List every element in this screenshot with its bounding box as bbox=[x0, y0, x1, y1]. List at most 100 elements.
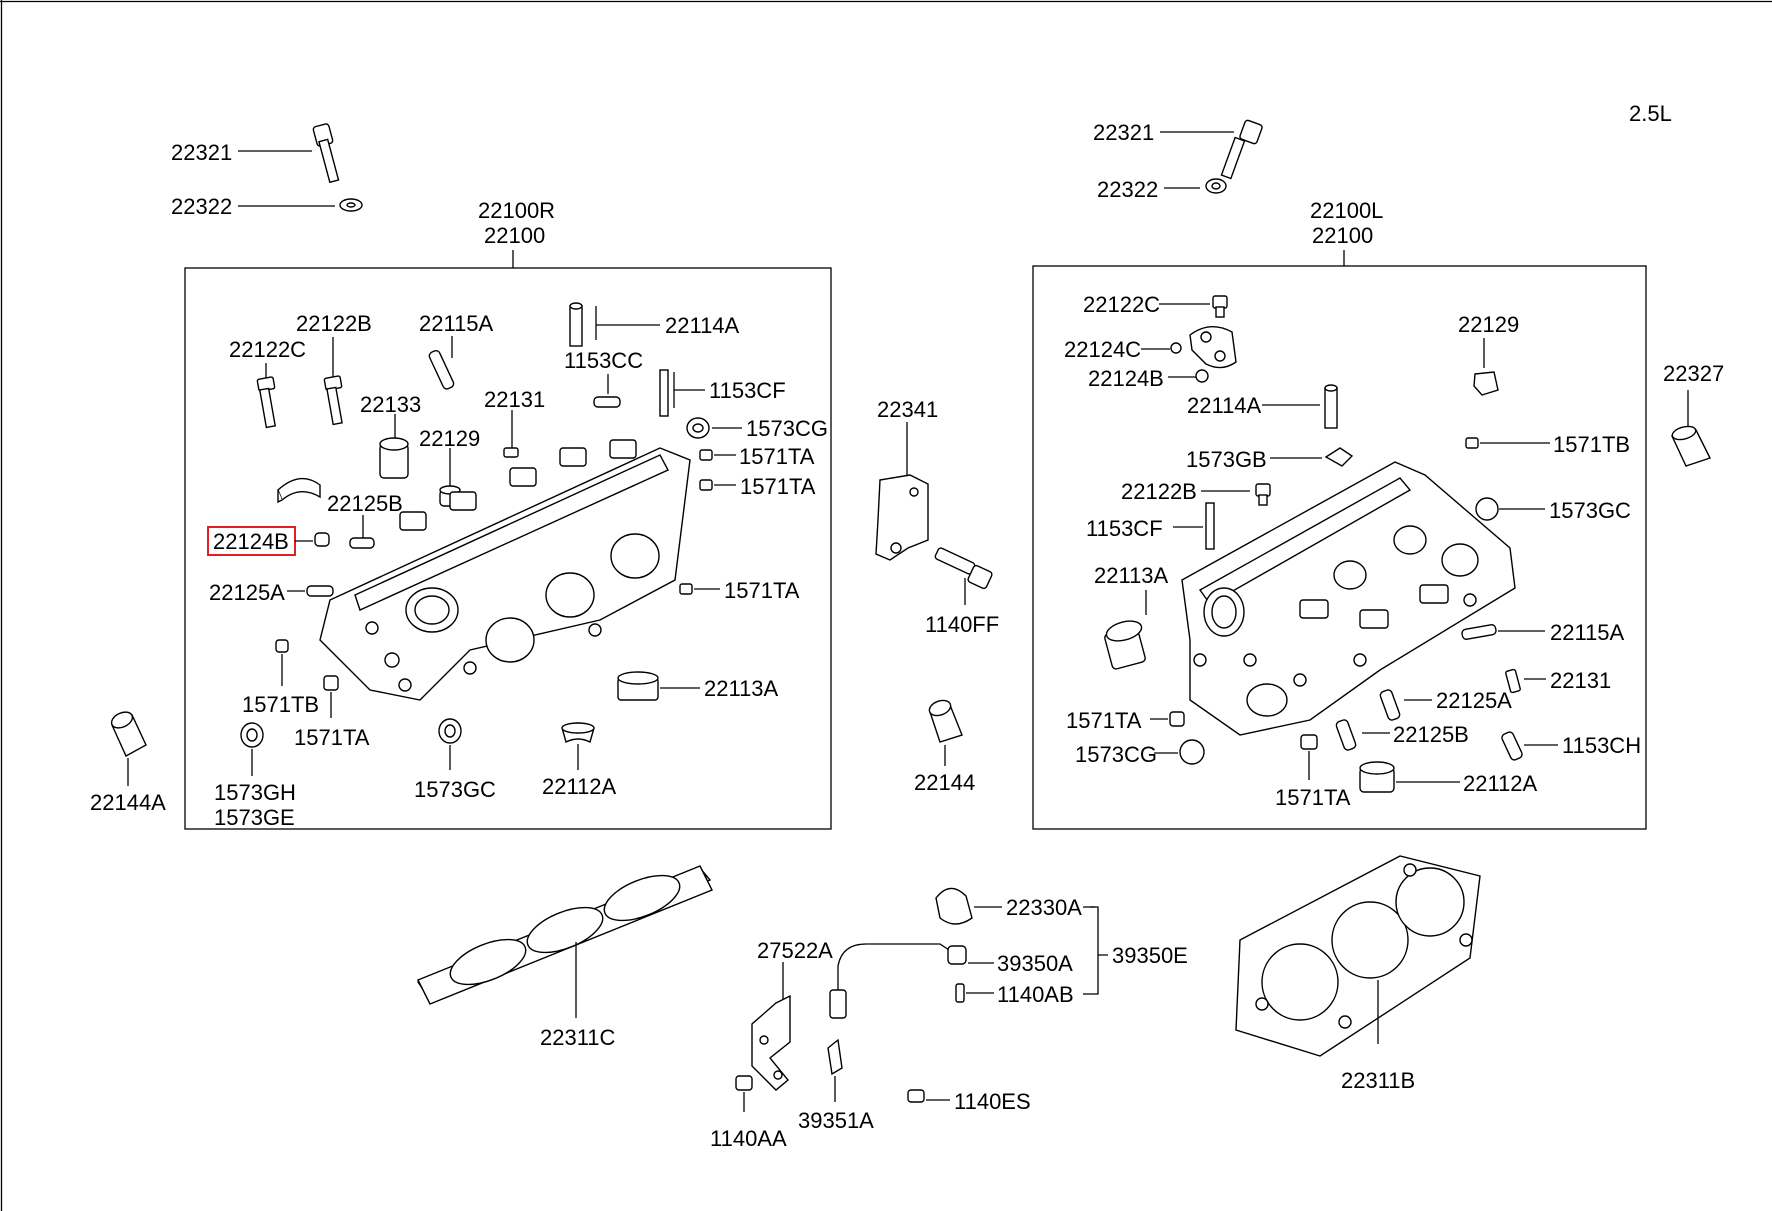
label-39350E: 39350E bbox=[1112, 943, 1188, 968]
bolt-22122B-b bbox=[1201, 483, 1271, 506]
seal-22113A-b bbox=[1104, 590, 1147, 670]
label-22322-a: 22322 bbox=[171, 194, 232, 219]
bolt-22122C-b bbox=[1159, 295, 1228, 318]
label-1571TB-b: 1571TB bbox=[1553, 432, 1630, 457]
bolt-1140ES bbox=[907, 1089, 950, 1103]
label-1573GE: 1573GE bbox=[214, 805, 295, 830]
plug-1571TA-b bbox=[699, 479, 736, 491]
label-22125A-b: 22125A bbox=[1436, 688, 1512, 713]
seal-1573CG-b bbox=[1154, 739, 1205, 765]
bolt-22321-b bbox=[1160, 119, 1263, 180]
label-22330A: 22330A bbox=[1006, 895, 1082, 920]
cap-22124C bbox=[1141, 326, 1237, 369]
seal-1573CG-a bbox=[686, 417, 742, 439]
label-1153CH: 1153CH bbox=[1562, 733, 1641, 758]
seal-22144A bbox=[110, 711, 147, 786]
label-1153CF-b: 1153CF bbox=[1086, 516, 1163, 541]
seal-22112A-a bbox=[561, 722, 595, 770]
label-1573GC-b: 1573GC bbox=[1549, 498, 1631, 523]
bracket-22341 bbox=[875, 422, 929, 561]
label-22322-b: 22322 bbox=[1097, 177, 1158, 202]
label-22321-b: 22321 bbox=[1093, 120, 1154, 145]
seal-22144 bbox=[928, 699, 963, 766]
label-22327: 22327 bbox=[1663, 361, 1724, 386]
label-1571TB-a: 1571TB bbox=[242, 692, 319, 717]
label-22100-b: 22100 bbox=[1312, 223, 1373, 248]
label-27522A: 27522A bbox=[757, 938, 833, 963]
label-22122B-a: 22122B bbox=[296, 311, 372, 336]
label-1571TA-f: 1571TA bbox=[1275, 785, 1351, 810]
label-22144A: 22144A bbox=[90, 790, 166, 815]
label-22124C: 22124C bbox=[1064, 337, 1141, 362]
label-1573GB: 1573GB bbox=[1186, 447, 1267, 472]
seal-1573GC-a bbox=[438, 718, 462, 770]
washer-22322-b bbox=[1164, 178, 1227, 194]
plug-22129-b bbox=[1473, 338, 1499, 396]
label-22129-b: 22129 bbox=[1458, 312, 1519, 337]
seal-1573GB bbox=[1270, 447, 1354, 467]
right-head-group-box bbox=[184, 267, 832, 830]
label-22125B-a: 22125B bbox=[327, 491, 403, 516]
label-1573CG-a: 1573CG bbox=[746, 416, 828, 441]
bolt-1140AB bbox=[955, 983, 994, 1003]
label-22122C-b: 22122C bbox=[1083, 292, 1160, 317]
tube-22125A-a bbox=[287, 585, 334, 597]
label-1571TA-e: 1571TA bbox=[1066, 708, 1142, 733]
label-1571TA-c: 1571TA bbox=[724, 578, 800, 603]
plug-22131-a bbox=[503, 410, 519, 458]
seal-22327 bbox=[1671, 390, 1711, 467]
washer-22322-a bbox=[238, 198, 363, 212]
clip-39351A bbox=[827, 1038, 843, 1102]
bracket-27522A bbox=[751, 962, 791, 1091]
label-1571TA-a: 1571TA bbox=[739, 444, 815, 469]
label-22144: 22144 bbox=[914, 770, 975, 795]
label-22113A-b: 22113A bbox=[1094, 563, 1169, 588]
label-22100R: 22100R bbox=[478, 198, 555, 223]
pin-1153CF-b bbox=[1173, 502, 1215, 550]
label-22311B: 22311B bbox=[1341, 1068, 1415, 1093]
label-22124B-a[interactable]: 22124B bbox=[213, 529, 289, 554]
seal-22124B-b bbox=[1168, 369, 1209, 383]
seal-22113A-a bbox=[617, 671, 700, 701]
left-head-group-box bbox=[1032, 265, 1647, 830]
label-22115A-b: 22115A bbox=[1550, 620, 1625, 645]
bolt-22122C-a bbox=[256, 363, 277, 429]
bracket-39350E-brace bbox=[1083, 906, 1108, 995]
label-22122B-b: 22122B bbox=[1121, 479, 1197, 504]
harness-39350A bbox=[829, 943, 994, 1019]
label-22311C: 22311C bbox=[540, 1025, 616, 1050]
bolt-1140FF bbox=[934, 547, 993, 605]
label-22321-a: 22321 bbox=[171, 140, 232, 165]
label-22341: 22341 bbox=[877, 397, 938, 422]
label-39351A: 39351A bbox=[798, 1108, 874, 1133]
plug-1153CH bbox=[1501, 731, 1558, 761]
plug-1571TA-e bbox=[1150, 711, 1185, 727]
label-1140AA: 1140AA bbox=[710, 1126, 787, 1151]
bolt-22122B-a bbox=[323, 337, 343, 426]
bolt-1140AA bbox=[735, 1075, 753, 1112]
seal-1573GC-b bbox=[1475, 497, 1545, 521]
cylinder-head-left bbox=[1181, 461, 1516, 736]
plug-1571TA-f bbox=[1300, 734, 1318, 780]
plug-1571TA-c bbox=[679, 583, 720, 595]
head-gasket-22311C bbox=[416, 865, 713, 1018]
plug-22131-b bbox=[1505, 668, 1546, 694]
tappet-22133 bbox=[379, 414, 409, 479]
label-22131-b: 22131 bbox=[1550, 668, 1611, 693]
cylinder-head-right bbox=[319, 439, 691, 701]
label-1153CF-a: 1153CF bbox=[709, 378, 786, 403]
label-22100L: 22100L bbox=[1310, 198, 1383, 223]
plug-1571TB-b bbox=[1465, 437, 1550, 449]
head-gasket-22311B bbox=[1235, 855, 1481, 1057]
cap-22124-half-a bbox=[277, 477, 321, 504]
label-22122C-a: 22122C bbox=[229, 337, 306, 362]
label-22125B-b: 22125B bbox=[1393, 722, 1469, 747]
label-1140AB: 1140AB bbox=[997, 982, 1074, 1007]
guide-22114A-b bbox=[1262, 384, 1338, 429]
label-1571TA-b: 1571TA bbox=[740, 474, 816, 499]
plug-1571TA-a bbox=[699, 449, 736, 461]
pin-1153CF-a bbox=[659, 369, 705, 417]
label-22112A-b: 22112A bbox=[1463, 771, 1538, 796]
label-22129-a: 22129 bbox=[419, 426, 480, 451]
